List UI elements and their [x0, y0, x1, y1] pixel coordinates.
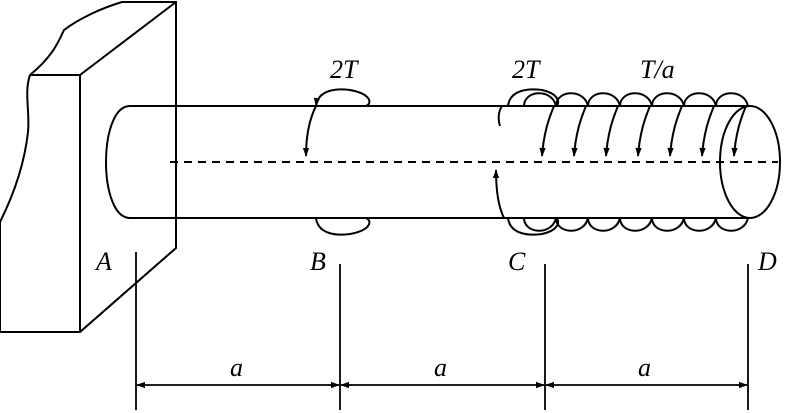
distributed-torque-coil	[619, 92, 653, 232]
point-label-a: A	[94, 247, 112, 276]
distributed-torque-coil	[651, 92, 685, 232]
torque-label-b: 2T	[330, 55, 359, 84]
distributed-torque-coil	[683, 92, 717, 232]
point-label-b: B	[310, 247, 326, 276]
point-label-c: C	[508, 247, 526, 276]
fixed-wall-support	[0, 1, 177, 333]
distributed-torque-coil	[555, 92, 589, 232]
torque-at-c	[492, 88, 560, 236]
torque-label-c: 2T	[512, 55, 541, 84]
point-label-d: D	[757, 247, 777, 276]
distributed-torque-label: T/a	[640, 55, 675, 84]
dimension-label-cd: a	[638, 353, 651, 382]
distributed-torque	[523, 92, 749, 232]
dimension-extension-lines	[135, 252, 749, 410]
torque-at-b	[302, 88, 371, 236]
distributed-torque-coil	[523, 92, 557, 232]
distributed-torque-coil	[715, 92, 749, 232]
distributed-torque-coil	[587, 92, 621, 232]
dimension-label-ab: a	[230, 353, 243, 382]
dimension-label-bc: a	[434, 353, 447, 382]
